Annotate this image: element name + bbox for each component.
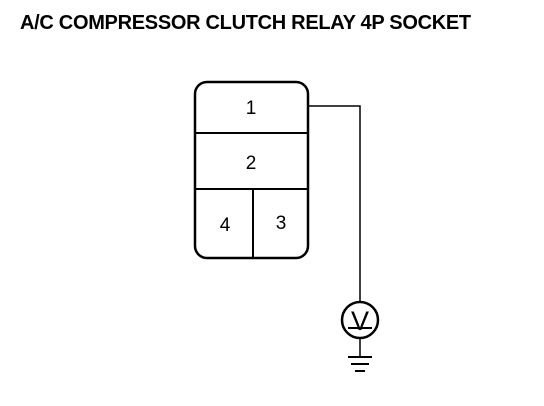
voltmeter-symbol: V (351, 306, 369, 336)
connector-socket: 1 2 4 3 (193, 80, 310, 260)
pin-1-label: 1 (246, 98, 257, 119)
pin-2-label: 2 (246, 153, 257, 174)
probe-wire (309, 105, 361, 302)
ground-icon (348, 356, 372, 372)
connector-outline (193, 80, 310, 260)
pin-4-label: 4 (220, 215, 231, 236)
page-title: A/C COMPRESSOR CLUTCH RELAY 4P SOCKET (20, 12, 471, 34)
pin-3-label: 3 (276, 213, 287, 234)
voltmeter-icon: V (340, 300, 380, 340)
